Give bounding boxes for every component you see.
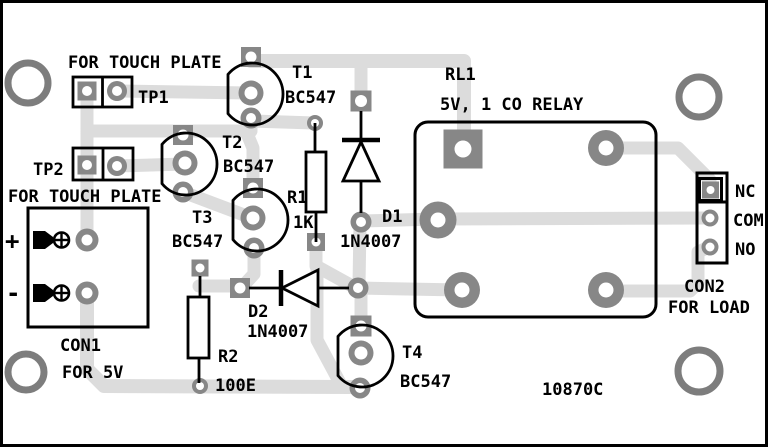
- t1-outline: [226, 61, 285, 127]
- r1-outline: [304, 123, 328, 242]
- d1-outline: [340, 111, 382, 213]
- d1-part: 1N4007: [340, 232, 401, 252]
- d2-ref: D2: [248, 302, 268, 322]
- con1-plus-screw-icon: [52, 231, 71, 249]
- d2-outline: [249, 267, 349, 309]
- con2-caption: FOR LOAD: [668, 298, 750, 318]
- con1-minus-screw-icon: [52, 284, 71, 302]
- t4-ref: T4: [402, 343, 422, 363]
- con2-pin-com: COM: [733, 211, 764, 231]
- trace-d2-to-relay: [351, 281, 467, 297]
- r2-ref: R2: [218, 347, 238, 367]
- trace-relay-to-com: [431, 211, 715, 226]
- mount-hole-bottom-right: [674, 346, 724, 396]
- t2-part: BC547: [223, 157, 274, 177]
- con1-ref: CON1: [60, 336, 101, 356]
- con2-ref: CON2: [684, 277, 725, 297]
- mount-hole-top-left: [4, 59, 52, 107]
- d1-ref: D1: [382, 207, 402, 227]
- con1-caption: FOR 5V: [62, 363, 123, 383]
- mount-hole-top-right: [675, 73, 723, 121]
- r1-ref: R1: [287, 188, 307, 208]
- t3-ref: T3: [192, 208, 212, 228]
- solder-pads: [75, 47, 719, 399]
- tp2-ref: TP2: [33, 160, 64, 180]
- trace-ground-run: [80, 284, 359, 394]
- tp1-ref: TP1: [138, 88, 169, 108]
- r2-value: 100E: [215, 376, 256, 396]
- d2-part: 1N4007: [247, 322, 308, 342]
- labels: FOR TOUCH PLATE TP1 TP2 FOR TOUCH PLATE …: [5, 53, 764, 400]
- con1-outline: [26, 206, 150, 329]
- t2-outline: [160, 131, 219, 197]
- mounting-holes: [4, 59, 724, 396]
- con2-pin-no: NO: [735, 240, 755, 260]
- tp2-outline: [71, 146, 135, 182]
- rl1-part: 5V, 1 CO RELAY: [440, 95, 584, 115]
- trace-t1-to-r1: [245, 114, 321, 130]
- r2-outline: [186, 276, 211, 383]
- t3-part: BC547: [172, 232, 223, 252]
- trace-to-t3-top: [239, 124, 260, 193]
- r1-value: 1K: [293, 213, 314, 233]
- t1-part: BC547: [285, 88, 336, 108]
- con1-minus-sign: -: [6, 279, 20, 307]
- t3-outline: [231, 187, 290, 253]
- relay-outline: [413, 120, 658, 319]
- mount-hole-bottom-left: [4, 350, 48, 394]
- t1-ref: T1: [292, 63, 312, 83]
- t4-outline: [336, 323, 395, 389]
- t2-ref: T2: [222, 133, 242, 153]
- rl1-ref: RL1: [445, 65, 476, 85]
- board-code: 10870C: [542, 380, 603, 400]
- t4-part: BC547: [400, 372, 451, 392]
- con2-outline: [695, 171, 729, 265]
- con1-plus-sign: +: [5, 227, 19, 255]
- con2-pin1-marker: [698, 177, 723, 202]
- tp2-caption: FOR TOUCH PLATE: [8, 187, 162, 207]
- trace-relay-to-no: [599, 240, 716, 298]
- trace-t2-to-t3: [176, 185, 259, 225]
- tp1-outline: [71, 75, 134, 109]
- con1-minus-wire-entry: [33, 284, 53, 302]
- tp1-caption: FOR TOUCH PLATE: [68, 53, 222, 73]
- con1-plus-wire-entry: [33, 231, 53, 249]
- trace-5v-top-rail: [244, 54, 471, 152]
- con2-pin-nc: NC: [735, 182, 755, 202]
- trace-d1-to-d2: [352, 217, 367, 293]
